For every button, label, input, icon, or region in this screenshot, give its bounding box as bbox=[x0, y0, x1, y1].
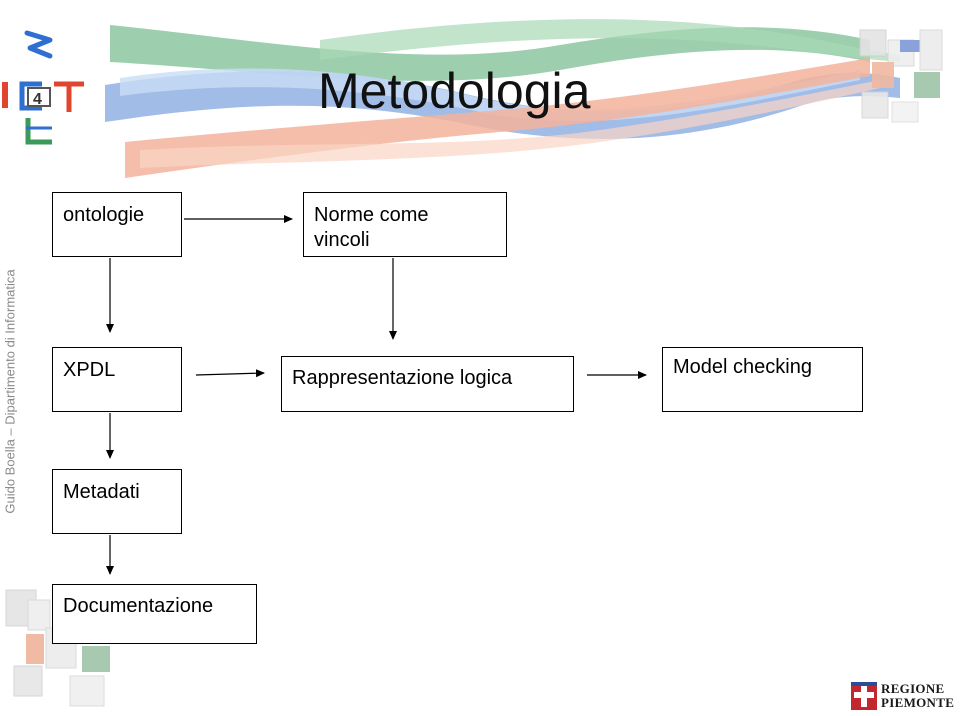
node-norme-label: Norme come vincoli bbox=[314, 204, 429, 251]
slide-title: Metodologia bbox=[318, 63, 591, 119]
node-norme-come-vincoli: Norme come vincoli bbox=[303, 192, 507, 257]
ict4law-logo: 4 bbox=[2, 30, 84, 145]
node-xpdl-label: XPDL bbox=[63, 359, 116, 381]
node-documentazione: Documentazione bbox=[52, 584, 257, 644]
node-metadati: Metadati bbox=[52, 469, 182, 534]
cube-cluster-top bbox=[859, 29, 943, 123]
node-metadati-label: Metadati bbox=[63, 481, 140, 503]
node-documentazione-label: Documentazione bbox=[63, 595, 214, 617]
regione-line2: PIEMONTE bbox=[881, 695, 955, 710]
green-ribbon-2 bbox=[320, 19, 900, 63]
author-sidebar-text: Guido Boella – Dipartimento di Informati… bbox=[2, 269, 18, 514]
logo-w-shape bbox=[24, 30, 53, 59]
regione-piemonte-logo: REGIONE PIEMONTE bbox=[851, 682, 954, 710]
node-model-checking-label: Model checking bbox=[673, 356, 812, 378]
node-ontologie: ontologie bbox=[52, 192, 182, 257]
cube-cluster-bottom bbox=[5, 589, 110, 707]
svg-text:4: 4 bbox=[33, 91, 42, 108]
salmon-ribbon-light bbox=[140, 80, 880, 168]
piemonte-shield-icon bbox=[851, 682, 877, 710]
node-ontologie-label: ontologie bbox=[63, 204, 145, 226]
node-rappresentazione-logica: Rappresentazione logica bbox=[281, 356, 574, 412]
node-rappresentazione-label: Rappresentazione logica bbox=[292, 367, 513, 389]
regione-line1: REGIONE bbox=[881, 681, 945, 696]
node-xpdl: XPDL bbox=[52, 347, 182, 412]
node-model-checking: Model checking bbox=[662, 347, 863, 412]
